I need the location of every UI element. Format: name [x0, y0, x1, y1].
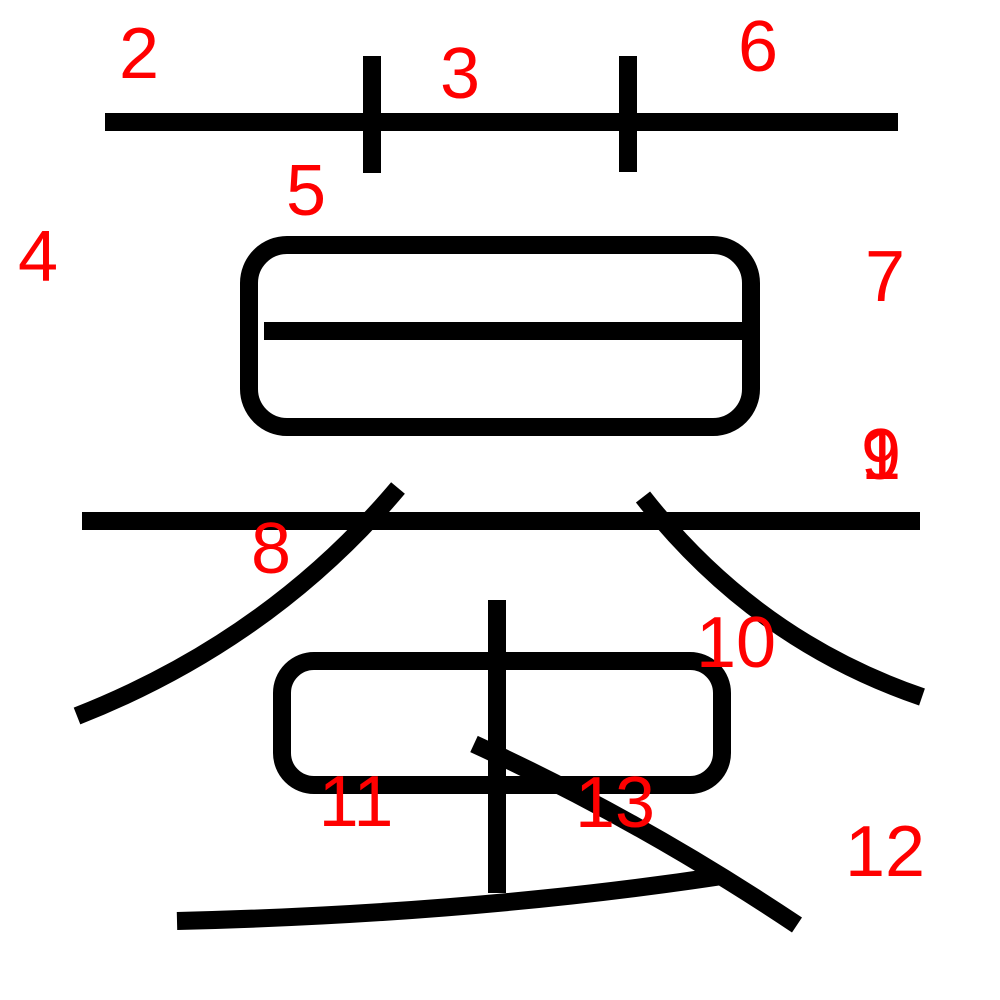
stroke-number-label: 2 [119, 14, 159, 94]
stroke-sun-box [240, 236, 760, 436]
stroke-insect-bottom [176, 867, 724, 930]
stroke-number-label: 11 [319, 762, 394, 842]
stroke-number-label: 5 [286, 151, 326, 231]
stroke-number-label: 6 [738, 7, 778, 87]
stroke-number-label: 8 [251, 509, 291, 589]
stroke-number-label: 3 [440, 34, 480, 114]
stroke-number-label: 10 [696, 603, 776, 683]
stroke-insect-dot [470, 735, 803, 933]
stroke-number-label: 12 [845, 812, 925, 892]
stroke-number-label: 4 [18, 217, 58, 297]
stroke-left-sweep [73, 482, 405, 725]
stroke-right-sweep [635, 491, 925, 706]
stroke-number-label: 1 [861, 415, 901, 495]
stroke-number-label: 9 [861, 415, 901, 495]
stroke-number-label: 7 [865, 237, 905, 317]
stroke-number-label: 13 [575, 763, 655, 843]
